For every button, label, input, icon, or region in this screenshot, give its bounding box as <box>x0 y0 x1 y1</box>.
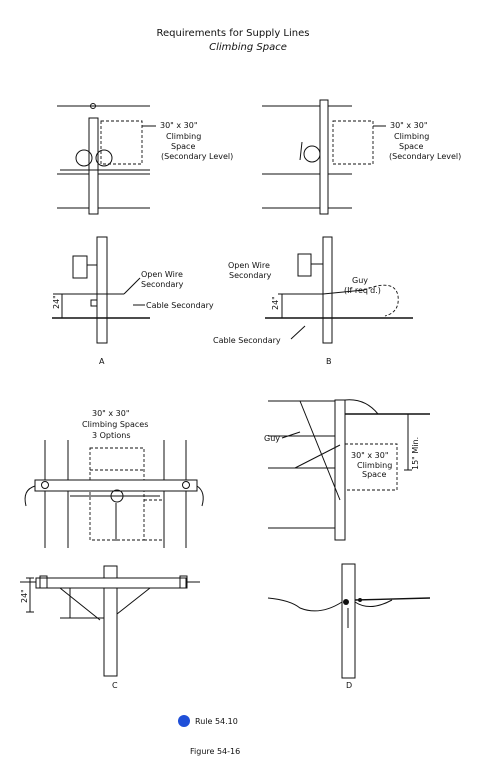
a-open-wire-2: Secondary <box>141 280 184 289</box>
b-open-wire-2: Secondary <box>229 271 272 280</box>
a-cable: Cable Secondary <box>146 301 214 310</box>
a-top-label: 30" x 30" <box>160 121 198 130</box>
c-caption: C <box>112 681 118 690</box>
b-open-wire-1: Open Wire <box>228 261 270 270</box>
b-caption: B <box>326 357 332 366</box>
d-dim: 15" Min. <box>411 437 420 470</box>
a-caption: A <box>99 357 105 366</box>
b-top-line-2: Space <box>399 142 423 151</box>
d-climbing-2: Climbing <box>357 461 392 470</box>
title-line-2: Climbing Space <box>209 42 287 53</box>
b-top-line-1: Climbing <box>394 132 429 141</box>
c-climbing-1: 30" x 30" <box>92 409 130 418</box>
panel-b-top: 30" x 30" Climbing Space (Secondary Leve… <box>262 99 461 215</box>
rule-bullet-icon <box>178 715 190 727</box>
d-climbing-3: Space <box>362 470 386 479</box>
title-line-1: Requirements for Supply Lines <box>157 28 310 39</box>
d-climbing-1: 30" x 30" <box>351 451 389 460</box>
b-guy-1: Guy <box>352 276 368 285</box>
panel-c: 30" x 30" Climbing Spaces 3 Options 24" <box>20 409 204 690</box>
panel-a-top: 30" x 30" Climbing Space (Secondary Leve… <box>57 103 233 215</box>
b-guy-2: (If req'd.) <box>344 286 381 295</box>
b-top-line-3: (Secondary Level) <box>389 152 461 161</box>
c-climbing-3: 3 Options <box>92 431 131 440</box>
d-caption: D <box>346 681 352 690</box>
c-climbing-2: Climbing Spaces <box>82 420 148 429</box>
a-open-wire-1: Open Wire <box>141 270 183 279</box>
panel-b-bottom: 24" Open Wire Secondary Guy (If req'd.) … <box>213 236 413 366</box>
a-dim: 24" <box>52 295 61 309</box>
rule-label: Rule 54.10 <box>195 717 238 726</box>
c-dim: 24" <box>20 589 29 603</box>
b-cable: Cable Secondary <box>213 336 281 345</box>
a-top-line-3: (Secondary Level) <box>161 152 233 161</box>
figure-label: Figure 54-16 <box>190 747 240 756</box>
panel-a-bottom: 24" Open Wire Secondary Cable Secondary … <box>52 236 214 366</box>
d-guy: Guy <box>264 434 280 443</box>
a-top-line-1: Climbing <box>166 132 201 141</box>
panel-d: 15" Min. Guy 30" x 30" Climbing Space D <box>264 399 431 690</box>
b-top-label: 30" x 30" <box>390 121 428 130</box>
a-top-line-2: Space <box>171 142 195 151</box>
b-dim: 24" <box>271 296 280 310</box>
